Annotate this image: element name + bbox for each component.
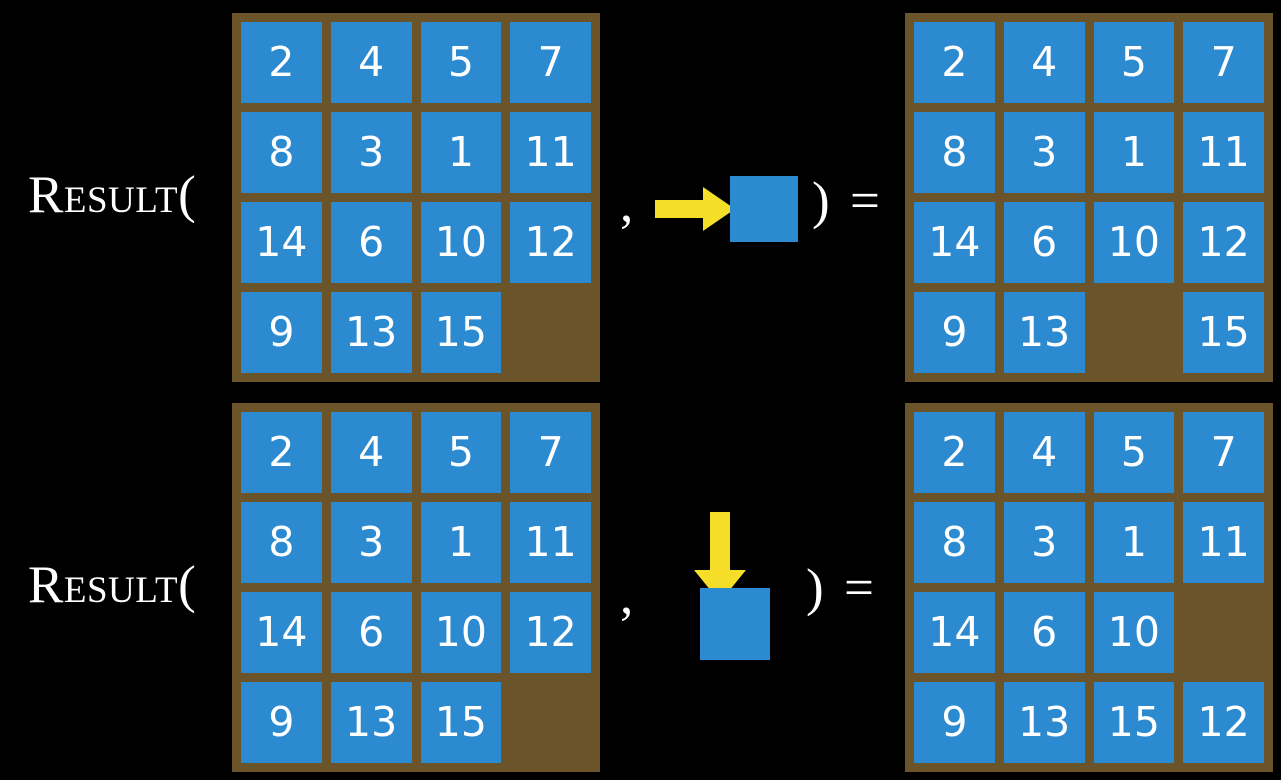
- tile[interactable]: 12: [510, 202, 591, 283]
- equals-sign: =: [850, 172, 880, 230]
- blank-tile: [1183, 592, 1264, 673]
- tile[interactable]: 11: [1183, 112, 1264, 193]
- tile[interactable]: 5: [1093, 412, 1175, 493]
- tile[interactable]: 15: [420, 292, 502, 373]
- blank-tile: [510, 292, 591, 373]
- input-board-1: 2 4 5 7 8 3 1 11 14 6 10 12 9 13 15: [232, 403, 600, 772]
- closing-paren: ): [806, 559, 824, 617]
- tile[interactable]: 1: [420, 502, 502, 583]
- blank-tile: [1094, 292, 1175, 373]
- arrow-right-icon: [655, 187, 735, 231]
- tile[interactable]: 2: [241, 412, 322, 493]
- argument-separator-comma: ,: [620, 175, 634, 233]
- arrow-down-icon: [694, 512, 746, 602]
- tile[interactable]: 8: [914, 112, 995, 193]
- tile[interactable]: 9: [241, 682, 322, 763]
- blank-tile: [510, 682, 591, 763]
- tile[interactable]: 6: [330, 592, 412, 673]
- tile[interactable]: 9: [241, 292, 322, 373]
- tile[interactable]: 7: [510, 412, 591, 493]
- operator-area-0: , ) =: [600, 0, 900, 390]
- tile[interactable]: 6: [1003, 592, 1085, 673]
- closing-paren: ): [812, 172, 830, 230]
- tile[interactable]: 8: [241, 502, 322, 583]
- tile[interactable]: 5: [1093, 22, 1175, 103]
- tile[interactable]: 9: [914, 292, 995, 373]
- operator-area-1: , ) =: [600, 390, 900, 780]
- tile[interactable]: 10: [420, 592, 502, 673]
- tile[interactable]: 5: [420, 22, 502, 103]
- tile[interactable]: 15: [420, 682, 502, 763]
- tile[interactable]: 3: [1003, 112, 1085, 193]
- tile[interactable]: 10: [420, 202, 502, 283]
- tile[interactable]: 9: [914, 682, 995, 763]
- result-label-rest: esult(: [63, 165, 197, 224]
- output-board-1: 2 4 5 7 8 3 1 11 14 6 10 9 13 15 12: [905, 403, 1273, 772]
- tile[interactable]: 11: [510, 112, 591, 193]
- tile[interactable]: 5: [420, 412, 502, 493]
- tile[interactable]: 15: [1183, 292, 1264, 373]
- tile[interactable]: 12: [510, 592, 591, 673]
- tile[interactable]: 12: [1183, 682, 1264, 763]
- tile[interactable]: 4: [1003, 22, 1085, 103]
- tile[interactable]: 2: [914, 22, 995, 103]
- tile[interactable]: 4: [1003, 412, 1085, 493]
- tile[interactable]: 3: [1003, 502, 1085, 583]
- tile[interactable]: 13: [1003, 292, 1085, 373]
- tile[interactable]: 14: [241, 592, 322, 673]
- tile[interactable]: 11: [1183, 502, 1264, 583]
- tile[interactable]: 6: [330, 202, 412, 283]
- tile[interactable]: 4: [330, 412, 412, 493]
- output-board-0: 2 4 5 7 8 3 1 11 14 6 10 12 9 13 15: [905, 13, 1273, 382]
- tile[interactable]: 8: [241, 112, 322, 193]
- tile[interactable]: 6: [1003, 202, 1085, 283]
- tile[interactable]: 12: [1183, 202, 1264, 283]
- tile[interactable]: 4: [330, 22, 412, 103]
- action-blank-square: [700, 588, 770, 660]
- tile[interactable]: 1: [420, 112, 502, 193]
- tile[interactable]: 11: [510, 502, 591, 583]
- input-board-0: 2 4 5 7 8 3 1 11 14 6 10 12 9 13 15: [232, 13, 600, 382]
- tile[interactable]: 3: [330, 112, 412, 193]
- tile[interactable]: 2: [241, 22, 322, 103]
- tile[interactable]: 13: [1003, 682, 1085, 763]
- tile[interactable]: 2: [914, 412, 995, 493]
- tile[interactable]: 14: [914, 202, 995, 283]
- tile[interactable]: 8: [914, 502, 995, 583]
- argument-separator-comma: ,: [620, 567, 634, 625]
- equals-sign: =: [844, 559, 874, 617]
- action-blank-square: [730, 176, 798, 242]
- result-label-initial: R: [28, 555, 64, 614]
- tile[interactable]: 13: [330, 682, 412, 763]
- tile[interactable]: 10: [1093, 592, 1175, 673]
- tile[interactable]: 14: [914, 592, 995, 673]
- tile[interactable]: 7: [1183, 22, 1264, 103]
- tile[interactable]: 15: [1093, 682, 1175, 763]
- tile[interactable]: 10: [1093, 202, 1175, 283]
- tile[interactable]: 7: [1183, 412, 1264, 493]
- result-label-initial: R: [28, 165, 64, 224]
- tile[interactable]: 3: [330, 502, 412, 583]
- tile[interactable]: 13: [330, 292, 412, 373]
- tile[interactable]: 7: [510, 22, 591, 103]
- tile[interactable]: 1: [1093, 112, 1175, 193]
- tile[interactable]: 14: [241, 202, 322, 283]
- result-label-rest: esult(: [63, 555, 197, 614]
- tile[interactable]: 1: [1093, 502, 1175, 583]
